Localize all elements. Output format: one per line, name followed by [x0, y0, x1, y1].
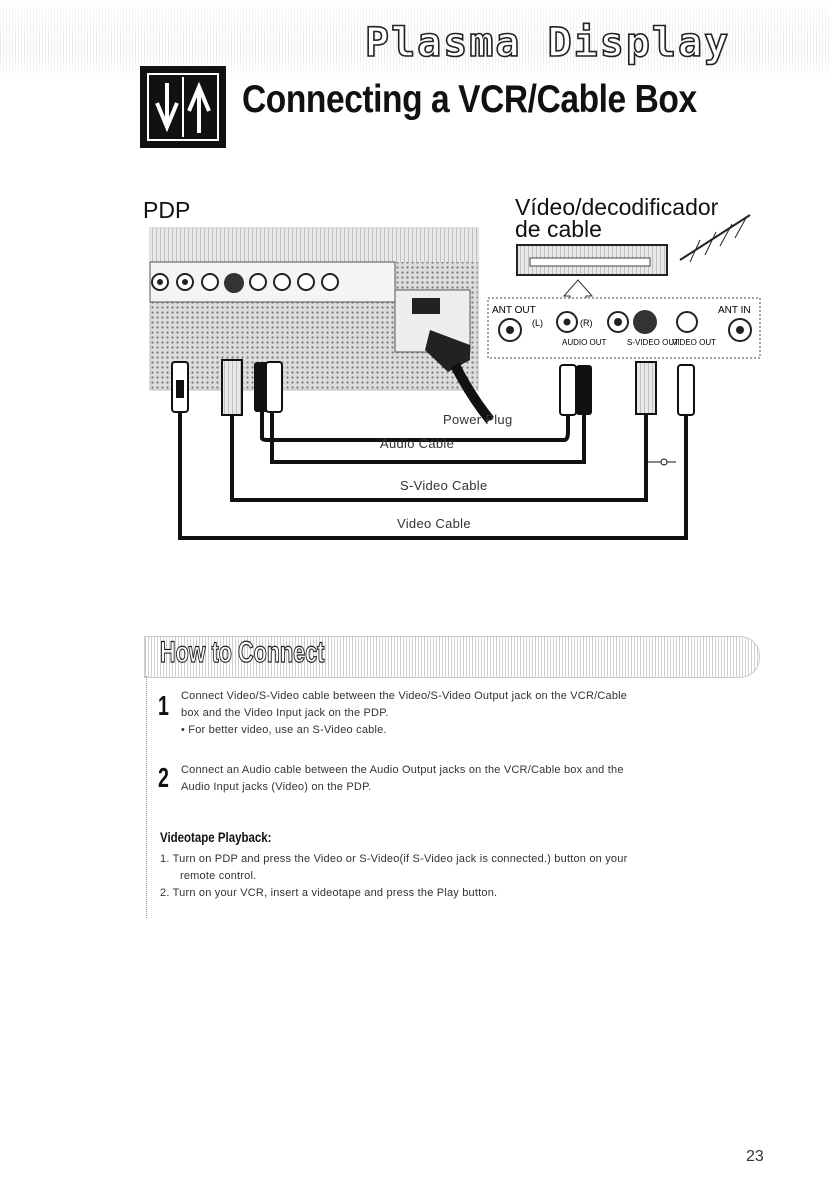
power-plug	[412, 298, 494, 424]
vcr-plugs	[559, 361, 695, 416]
step-1-line1: Connect Video/S-Video cable between the …	[181, 690, 628, 702]
step-2-number: 2	[158, 762, 169, 793]
svideo-cable-wire	[230, 410, 648, 502]
video-cable-wire	[178, 410, 688, 540]
s-video-out-label: S-VIDEO OUT	[627, 338, 679, 347]
vcr-jack-panel	[498, 310, 752, 342]
connection-diagram: ANT OUT ANT IN (L) (R) AUDIO OUT S-VIDEO…	[149, 214, 761, 540]
ant-in-label: ANT IN	[718, 305, 751, 316]
vcr-label-line2: de cable	[515, 216, 602, 242]
vcr-label: Vídeo/decodificador de cable	[515, 194, 719, 242]
audio-cable-label: Audio Cable	[380, 436, 454, 451]
pdp-rear-panel	[149, 227, 479, 391]
step-2-line2: Audio Input jacks (Video) on the PDP.	[181, 781, 372, 793]
vcr-label-line1: Vídeo/decodificador	[515, 194, 719, 220]
power-plug-label: Power Plug	[443, 412, 512, 427]
step-1-number: 1	[158, 690, 169, 721]
step-2-line1: Connect an Audio cable between the Audio…	[181, 764, 624, 776]
header-banner-fade	[0, 0, 830, 82]
connection-logo-icon	[140, 66, 226, 148]
video-out-label: VIDEO OUT	[672, 338, 716, 347]
step-1-line2: box and the Video Input jack on the PDP.	[181, 707, 389, 719]
step-1-text: Connect Video/S-Video cable between the …	[181, 688, 627, 739]
l-label: (L)	[532, 318, 543, 328]
antenna-icon	[679, 214, 751, 263]
pdp-plugs	[171, 359, 283, 416]
playback-item-2: 2. Turn on your VCR, insert a videotape …	[160, 887, 498, 899]
playback-heading: Videotape Playback:	[160, 829, 272, 845]
video-cable-label: Video Cable	[397, 516, 471, 531]
pdp-jack-row	[151, 273, 339, 293]
pdp-label: PDP	[143, 197, 191, 223]
section-left-rule	[146, 676, 147, 918]
howto-header-bar	[144, 636, 760, 678]
section-title: Plasma Display	[364, 19, 731, 67]
audio-out-label: AUDIO OUT	[562, 338, 607, 347]
page-number: 23	[746, 1148, 764, 1165]
playback-list: 1. Turn on PDP and press the Video or S-…	[160, 851, 627, 902]
step-1-note: • For better video, use an S-Video cable…	[181, 724, 387, 736]
audio-cable-wire-r	[270, 410, 586, 464]
cable-wires	[178, 410, 688, 540]
playback-item-1-line2: remote control.	[180, 870, 257, 882]
step-2-text: Connect an Audio cable between the Audio…	[181, 762, 624, 796]
howto-title: How to Connect	[160, 635, 325, 669]
ant-out-label: ANT OUT	[492, 305, 536, 316]
vcr-cable-box	[516, 244, 668, 276]
playback-item-1-line1: 1. Turn on PDP and press the Video or S-…	[160, 853, 628, 865]
svideo-cable-label: S-Video Cable	[400, 478, 488, 493]
r-label: (R)	[580, 318, 593, 328]
audio-cable-wire-l	[260, 410, 570, 442]
page-title: Connecting a VCR/Cable Box	[242, 78, 697, 121]
